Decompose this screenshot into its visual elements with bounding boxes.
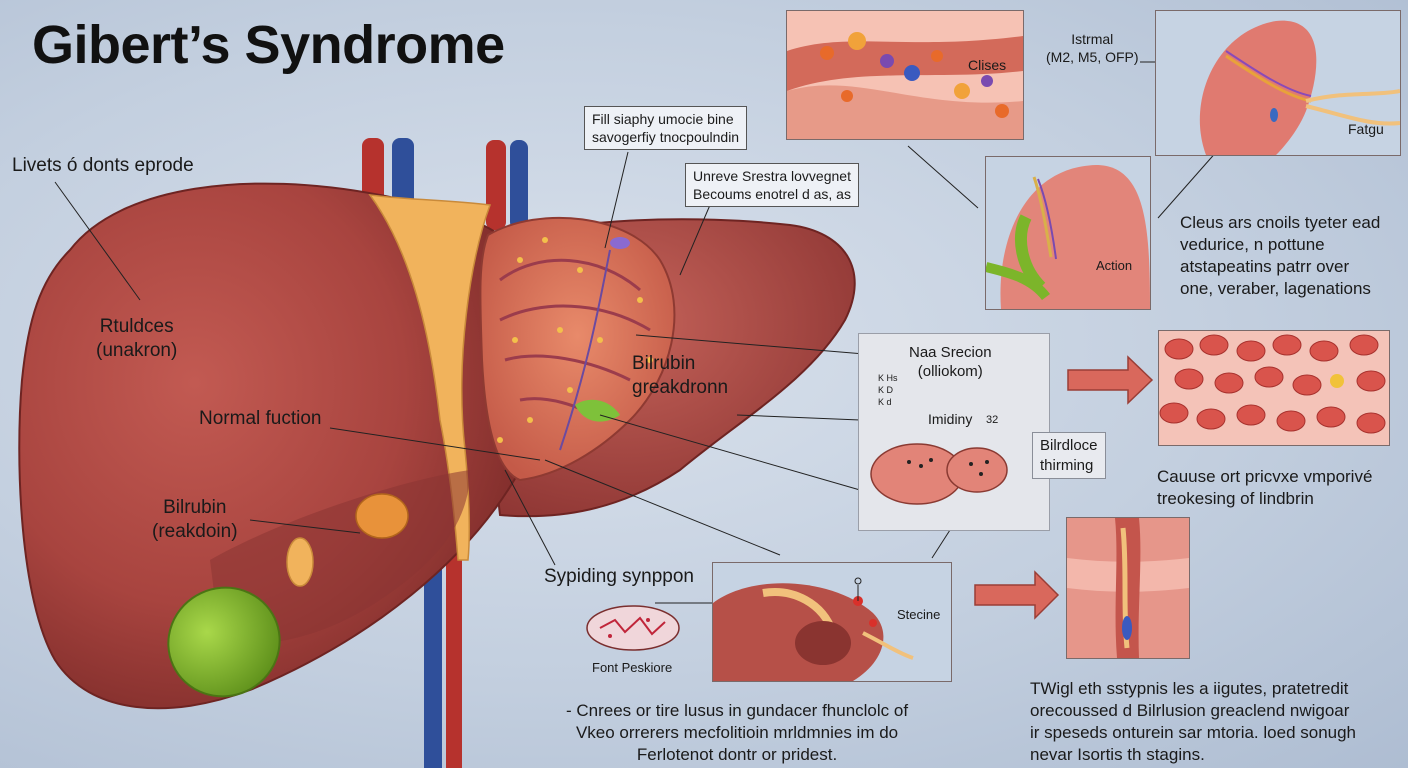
font-peskiore-cell: [586, 605, 680, 651]
callout-box-mid: Unreve Srestra lovvegnet Becoums enotrel…: [685, 163, 859, 208]
label-normal-fuction: Normal fuction: [199, 408, 322, 429]
arrow-right-2: [974, 570, 1060, 620]
gray-panel-side-box: Bilrdloce thirming: [1032, 432, 1106, 479]
label-bilrubin-center-line2: greakdronn: [632, 376, 729, 398]
gray-panel-small-line3: K d: [878, 397, 892, 408]
paragraph-bottom-line2: Vkeo orrerers mecfolitioin mrldmnies im …: [575, 723, 899, 743]
gray-panel-small-line2: K D: [878, 385, 894, 396]
callout-box-mid-line1: Unreve Srestra lovvegnet: [693, 168, 851, 184]
paragraph-right-bottom-line3: ir speseds onturein sar mtoria. loed son…: [1030, 723, 1357, 743]
gallbladder: [167, 586, 281, 698]
gray-panel-side-line1: Bilrdloce: [1040, 437, 1098, 454]
paragraph-bottom: - Cnrees or tire lusus in gundacer fhunc…: [566, 700, 908, 766]
callout-box-top: Fill siaphy umocie bine savogerfiy tnocp…: [584, 106, 748, 151]
bile-duct-band: [368, 194, 492, 561]
paragraph-right-top-line1: Cleus ars cnoils tyeter ead: [1180, 213, 1381, 232]
page-title: Gibert’s Syndrome: [32, 15, 505, 75]
gray-panel-section: [858, 333, 1050, 531]
gray-panel-title-line1: Naa Srecion: [909, 344, 992, 361]
callout-box-mid-line2: Becoums enotrel d as, as: [693, 186, 851, 203]
paragraph-right-top-line2: vedurice, n pottune: [1180, 235, 1325, 255]
paragraph-bottom-line3: Ferlotenot dontr or pridest.: [636, 745, 838, 765]
gray-panel-imidiny: Imidiny: [928, 411, 973, 427]
paragraph-right-bottom: TWigl eth sstypnis les a iigutes, pratet…: [1030, 678, 1356, 766]
gray-panel-side-line2: thirming: [1040, 456, 1094, 474]
paragraph-right-top-line3: atstapeatins patrr over: [1180, 257, 1350, 277]
label-rtuldces-line1: Rtuldces: [99, 316, 174, 337]
paragraph-right-mid: Cauuse ort pricvxe vmporivé treokesing o…: [1157, 466, 1372, 510]
inset-fatgu: Fatgu: [1155, 10, 1401, 156]
inset-clises: Clises: [786, 10, 1024, 140]
inset-vessel: [1066, 517, 1190, 659]
callout-box-top-line1: Fill siaphy umocie bine: [592, 111, 734, 127]
inset-stecine: Stecine: [712, 562, 952, 682]
callout-box-top-line2: savogerfiy tnocpoulndin: [592, 129, 740, 146]
gray-panel-small-line1: K Hs: [878, 373, 898, 383]
label-bilrubin-left-line1: Bilrubin: [163, 497, 227, 518]
label-rtuldces-line2: (unakron): [96, 339, 178, 361]
paragraph-right-mid-line1: Cauuse ort pricvxe vmporivé: [1157, 467, 1373, 486]
label-bilrubin-center: Bilrubin greakdronn: [632, 352, 728, 400]
label-livets: Livets ó donts eprode: [12, 155, 194, 176]
paragraph-right-top-line4: one, veraber, lagenations: [1180, 279, 1371, 299]
bile-drop: [286, 537, 314, 587]
gray-panel-title: Naa Srecion (olliokom): [909, 344, 992, 382]
label-istrmal-line2: (M2, M5, OFP): [1046, 48, 1139, 65]
paragraph-right-bottom-line1: TWigl eth sstypnis les a iigutes, pratet…: [1030, 679, 1349, 698]
liver-cut-section: [479, 216, 676, 482]
label-stecine: Stecine: [897, 607, 941, 622]
paragraph-bottom-line1: - Cnrees or tire lusus in gundacer fhunc…: [566, 701, 909, 720]
label-action: Action: [1096, 258, 1133, 273]
arrow-right-1: [1067, 355, 1154, 405]
label-font-peskiore: Font Peskiore: [592, 660, 673, 675]
gray-panel-num: 32: [986, 414, 999, 426]
cut-section-texture: [497, 237, 653, 451]
label-rtuldces: Rtuldces (unakron): [96, 315, 177, 363]
label-istrmal: Istrmal (M2, M5, OFP): [1046, 31, 1139, 66]
label-istrmal-line1: Istrmal: [1071, 31, 1114, 47]
gray-panel-cells: [870, 443, 1008, 505]
label-bilrubin-left: Bilrubin (reakdoin): [152, 496, 238, 544]
inset-blood-cells: [1158, 330, 1390, 446]
inset-action: Action: [985, 156, 1151, 310]
label-bilrubin-center-line1: Bilrubin: [632, 353, 696, 374]
label-clises: Clises: [968, 57, 1007, 73]
label-sypiding: Sypiding synppon: [544, 566, 694, 587]
paragraph-right-mid-line2: treokesing of lindbrin: [1157, 489, 1314, 509]
label-bilrubin-left-line2: (reakdoin): [152, 520, 238, 542]
label-fatgu: Fatgu: [1348, 121, 1384, 137]
paragraph-right-top: Cleus ars cnoils tyeter ead vedurice, n …: [1180, 212, 1380, 300]
paragraph-right-bottom-line2: orecoussed d Bilrlusion greaclend nwigoa…: [1030, 701, 1350, 721]
bilirubin-nodule: [355, 493, 409, 539]
gray-panel-title-line2: (olliokom): [917, 362, 983, 380]
paragraph-right-bottom-line4: nevar Isortis th stagins.: [1030, 745, 1205, 765]
gray-panel-small-text: K Hs K D K d: [878, 372, 898, 408]
